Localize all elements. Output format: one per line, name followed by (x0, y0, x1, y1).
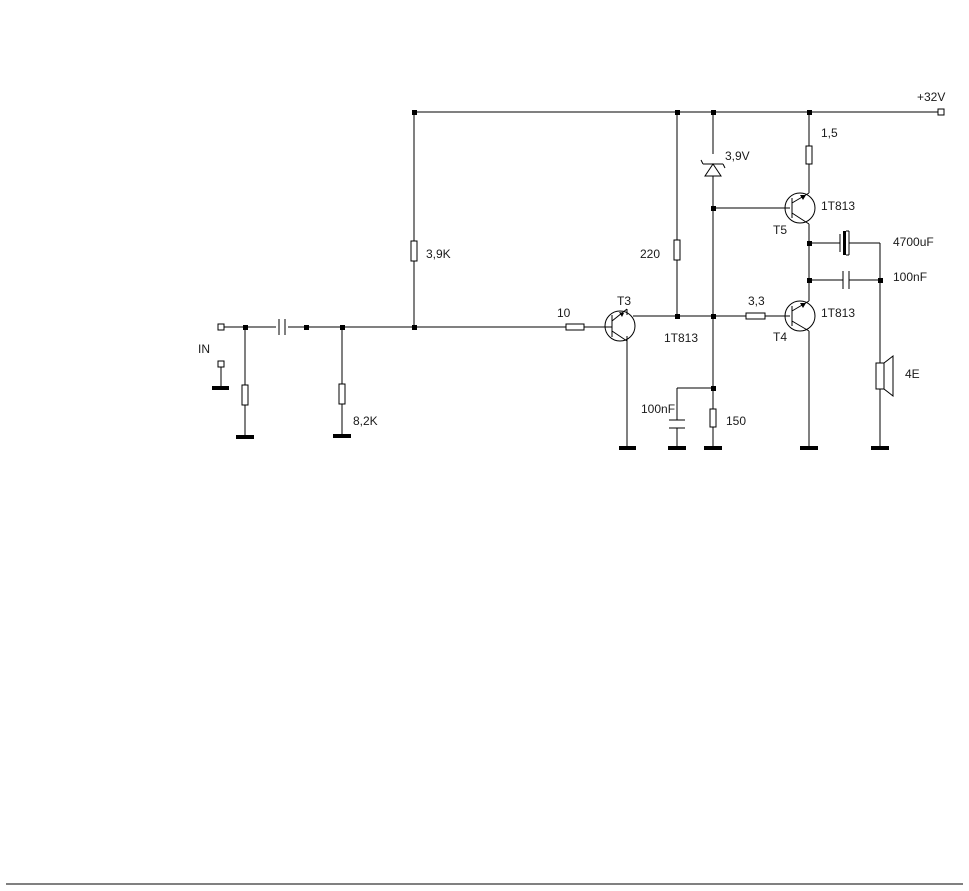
input-ground-terminal (217, 360, 225, 368)
input-label: IN (198, 342, 210, 356)
speaker-label: 4E (905, 367, 920, 381)
ground-symbols (212, 386, 889, 450)
r-3-3-label: 3,3 (748, 294, 765, 308)
r-220-label: 220 (640, 247, 660, 261)
input-terminal (217, 323, 225, 331)
r-base-bottom-label: 8,2K (353, 414, 378, 428)
resistor-1-5 (805, 145, 813, 165)
resistor-8-2k (338, 383, 346, 405)
transistor-t5 (784, 192, 816, 225)
component-labels: +32V IN 3,9K 8,2K 10 220 3,3 1,5 150 3,9… (198, 90, 945, 428)
resistor-150 (709, 408, 717, 428)
vcc-label: +32V (917, 90, 945, 104)
speaker (875, 354, 894, 398)
t5-type-label: 1T813 (821, 199, 855, 213)
t3-name-label: T3 (617, 294, 631, 308)
zener-diode (700, 159, 726, 177)
r-base-top-label: 3,9K (426, 247, 451, 261)
t5-name-label: T5 (773, 223, 787, 237)
capacitor-input (278, 319, 286, 335)
c-4700-label: 4700uF (893, 235, 934, 249)
resistor-220 (673, 239, 681, 261)
capacitor-100nf-output (842, 271, 850, 289)
zener-label: 3,9V (725, 149, 750, 163)
resistors (241, 145, 813, 428)
capacitor-4700uf (839, 230, 850, 256)
c-100n-out-label: 100nF (893, 270, 927, 284)
capacitors (278, 230, 850, 429)
r-10-label: 10 (557, 306, 571, 320)
t4-type-label: 1T813 (821, 306, 855, 320)
capacitor-100nf-lower (669, 419, 685, 429)
terminals (217, 108, 945, 368)
r-1-5-label: 1,5 (821, 126, 838, 140)
resistor-3-3 (745, 312, 766, 320)
t3-type-label: 1T813 (664, 331, 698, 345)
vcc-terminal (937, 108, 945, 116)
transistor-t4 (784, 300, 816, 332)
t4-name-label: T4 (773, 330, 787, 344)
transistor-t3 (604, 308, 636, 342)
c-100n-low-label: 100nF (641, 402, 675, 416)
wires (220, 111, 940, 448)
junction-dots (243, 110, 883, 391)
resistor-3-9k (410, 240, 418, 262)
resistor-10 (565, 323, 585, 331)
r-150-label: 150 (726, 414, 746, 428)
resistor-input-shunt (241, 384, 249, 406)
